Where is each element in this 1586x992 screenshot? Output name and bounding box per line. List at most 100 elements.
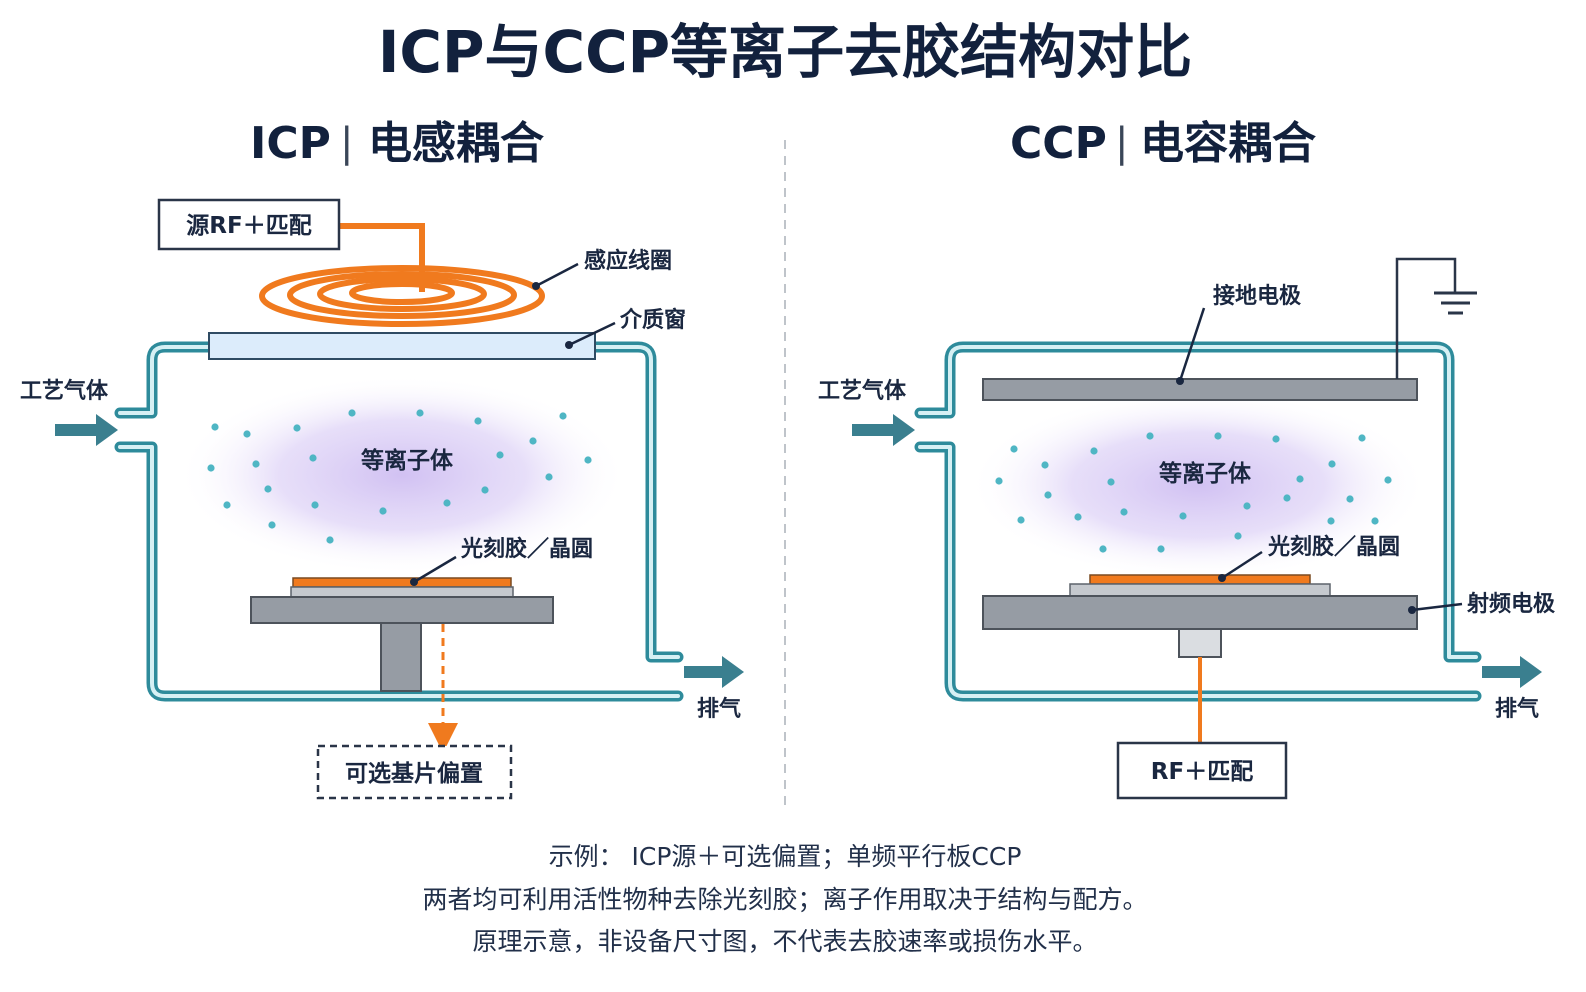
ccp-rf-box bbox=[1116, 741, 1288, 800]
icp-gas-in-arrow bbox=[55, 414, 118, 446]
icp-chamber-wall-upper-left bbox=[114, 341, 216, 419]
icp-heading-main: ICP bbox=[250, 118, 331, 169]
ground-icon bbox=[1434, 291, 1477, 315]
plasma-particle bbox=[309, 454, 317, 462]
plasma-particle bbox=[1107, 478, 1115, 486]
ccp-heading-separator: | bbox=[1115, 120, 1128, 166]
plasma-particle bbox=[348, 409, 356, 417]
plasma-particle bbox=[1074, 513, 1082, 521]
plasma-particle bbox=[1017, 516, 1025, 524]
note-line-3: 原理示意，非设备尺寸图，不代表去胶速率或损伤水平。 bbox=[472, 927, 1097, 956]
plasma-particle bbox=[1272, 435, 1280, 443]
plasma-particle bbox=[1010, 445, 1018, 453]
plasma-particle bbox=[529, 437, 537, 445]
ccp-panel: CCP | 电容耦合 接地电极 工艺气体 等离子体 bbox=[818, 118, 1556, 800]
plasma-particle bbox=[268, 521, 276, 529]
plasma-particle bbox=[293, 424, 301, 432]
plasma-particle bbox=[1327, 517, 1335, 525]
plasma-particle bbox=[1099, 545, 1107, 553]
plasma-particle bbox=[311, 501, 319, 509]
ccp-plasma-glow bbox=[968, 390, 1428, 580]
plasma-particle bbox=[1358, 434, 1366, 442]
ccp-gas-in-label: 工艺气体 bbox=[818, 378, 907, 404]
icp-coil-label: 感应线圈 bbox=[584, 248, 672, 274]
plasma-particle bbox=[1044, 491, 1052, 499]
icp-heading-separator: | bbox=[340, 120, 353, 166]
ccp-heading-sub: 电容耦合 bbox=[1140, 118, 1316, 169]
plasma-particle bbox=[1146, 432, 1154, 440]
plasma-particle bbox=[474, 417, 482, 425]
icp-photoresist bbox=[292, 577, 512, 588]
plasma-particle bbox=[211, 423, 219, 431]
ccp-exhaust-label: 排气 bbox=[1495, 696, 1539, 722]
ccp-wafer-label: 光刻胶／晶圆 bbox=[1267, 534, 1400, 560]
ccp-plasma-particles bbox=[995, 432, 1392, 553]
note-line-1: 示例： ICP源＋可选偏置；单频平行板CCP bbox=[549, 842, 1022, 871]
plasma-particle bbox=[252, 460, 260, 468]
page-title: ICP与CCP等离子去胶结构对比 bbox=[378, 18, 1192, 86]
plasma-particle bbox=[1120, 508, 1128, 516]
icp-window-label: 介质窗 bbox=[619, 307, 686, 333]
icp-heading-sub: 电感耦合 bbox=[368, 118, 544, 169]
ccp-rf-electrode-label: 射频电极 bbox=[1466, 591, 1556, 617]
plasma-particle bbox=[326, 536, 334, 544]
plasma-particle bbox=[481, 486, 489, 494]
plasma-particle bbox=[1179, 512, 1187, 520]
ccp-gas-in-arrow bbox=[852, 414, 915, 446]
icp-exhaust-arrow bbox=[684, 656, 744, 688]
icp-chuck-stem bbox=[380, 622, 422, 692]
plasma-particle bbox=[264, 485, 272, 493]
ccp-exhaust-arrow bbox=[1482, 656, 1542, 688]
plasma-particle bbox=[416, 409, 424, 417]
icp-plasma-glow bbox=[177, 375, 627, 575]
plasma-particle bbox=[545, 473, 553, 481]
ccp-rf-electrode bbox=[982, 595, 1418, 630]
plasma-particle bbox=[1296, 475, 1304, 483]
icp-induction-coil bbox=[259, 223, 545, 327]
ccp-rf-box-label: RF＋匹配 bbox=[1151, 759, 1253, 785]
plasma-particle bbox=[243, 430, 251, 438]
plasma-particle bbox=[1384, 476, 1392, 484]
ccp-wafer bbox=[1069, 583, 1331, 597]
plasma-particle bbox=[559, 412, 567, 420]
ccp-photoresist bbox=[1089, 574, 1311, 585]
icp-panel: ICP | 电感耦合 源RF＋匹配 感应线圈 介质窗 bbox=[20, 118, 744, 800]
icp-bias-label: 可选基片偏置 bbox=[345, 760, 483, 787]
icp-source-rf-label: 源RF＋匹配 bbox=[186, 213, 311, 239]
plasma-particle bbox=[207, 464, 215, 472]
plasma-particle bbox=[995, 477, 1003, 485]
icp-gas-in-label: 工艺气体 bbox=[20, 378, 109, 404]
ccp-ground-electrode bbox=[982, 378, 1418, 401]
plasma-particle bbox=[1283, 494, 1291, 502]
icp-bias-box bbox=[316, 744, 513, 800]
ccp-ground-wire bbox=[1395, 257, 1457, 379]
plasma-particle bbox=[1234, 532, 1242, 540]
plasma-particle bbox=[1157, 545, 1165, 553]
ccp-feedthrough bbox=[1178, 628, 1222, 658]
icp-source-rf-box bbox=[157, 198, 341, 251]
plasma-particle bbox=[443, 499, 451, 507]
ccp-ground-label: 接地电极 bbox=[1213, 284, 1302, 309]
plasma-particle bbox=[496, 451, 504, 459]
icp-dielectric-window bbox=[208, 332, 596, 360]
icp-wafer bbox=[290, 586, 514, 598]
plasma-particle bbox=[1346, 495, 1354, 503]
note-line-2: 两者均可利用活性物种去除光刻胶；离子作用取决于结构与配方。 bbox=[422, 885, 1147, 914]
plasma-particle bbox=[1041, 461, 1049, 469]
plasma-particle bbox=[584, 456, 592, 464]
ccp-plasma-label: 等离子体 bbox=[1159, 460, 1252, 487]
icp-wafer-label: 光刻胶／晶圆 bbox=[460, 536, 593, 562]
icp-exhaust-label: 排气 bbox=[697, 696, 741, 722]
ccp-heading-main: CCP bbox=[1010, 118, 1107, 169]
icp-plasma-label: 等离子体 bbox=[361, 447, 454, 474]
plasma-particle bbox=[379, 507, 387, 515]
plasma-particle bbox=[1328, 460, 1336, 468]
icp-plasma-particles bbox=[207, 409, 592, 544]
plasma-particle bbox=[223, 501, 231, 509]
plasma-particle bbox=[1243, 502, 1251, 510]
plasma-particle bbox=[1371, 517, 1379, 525]
icp-chuck bbox=[250, 596, 554, 624]
plasma-particle bbox=[1214, 432, 1222, 440]
